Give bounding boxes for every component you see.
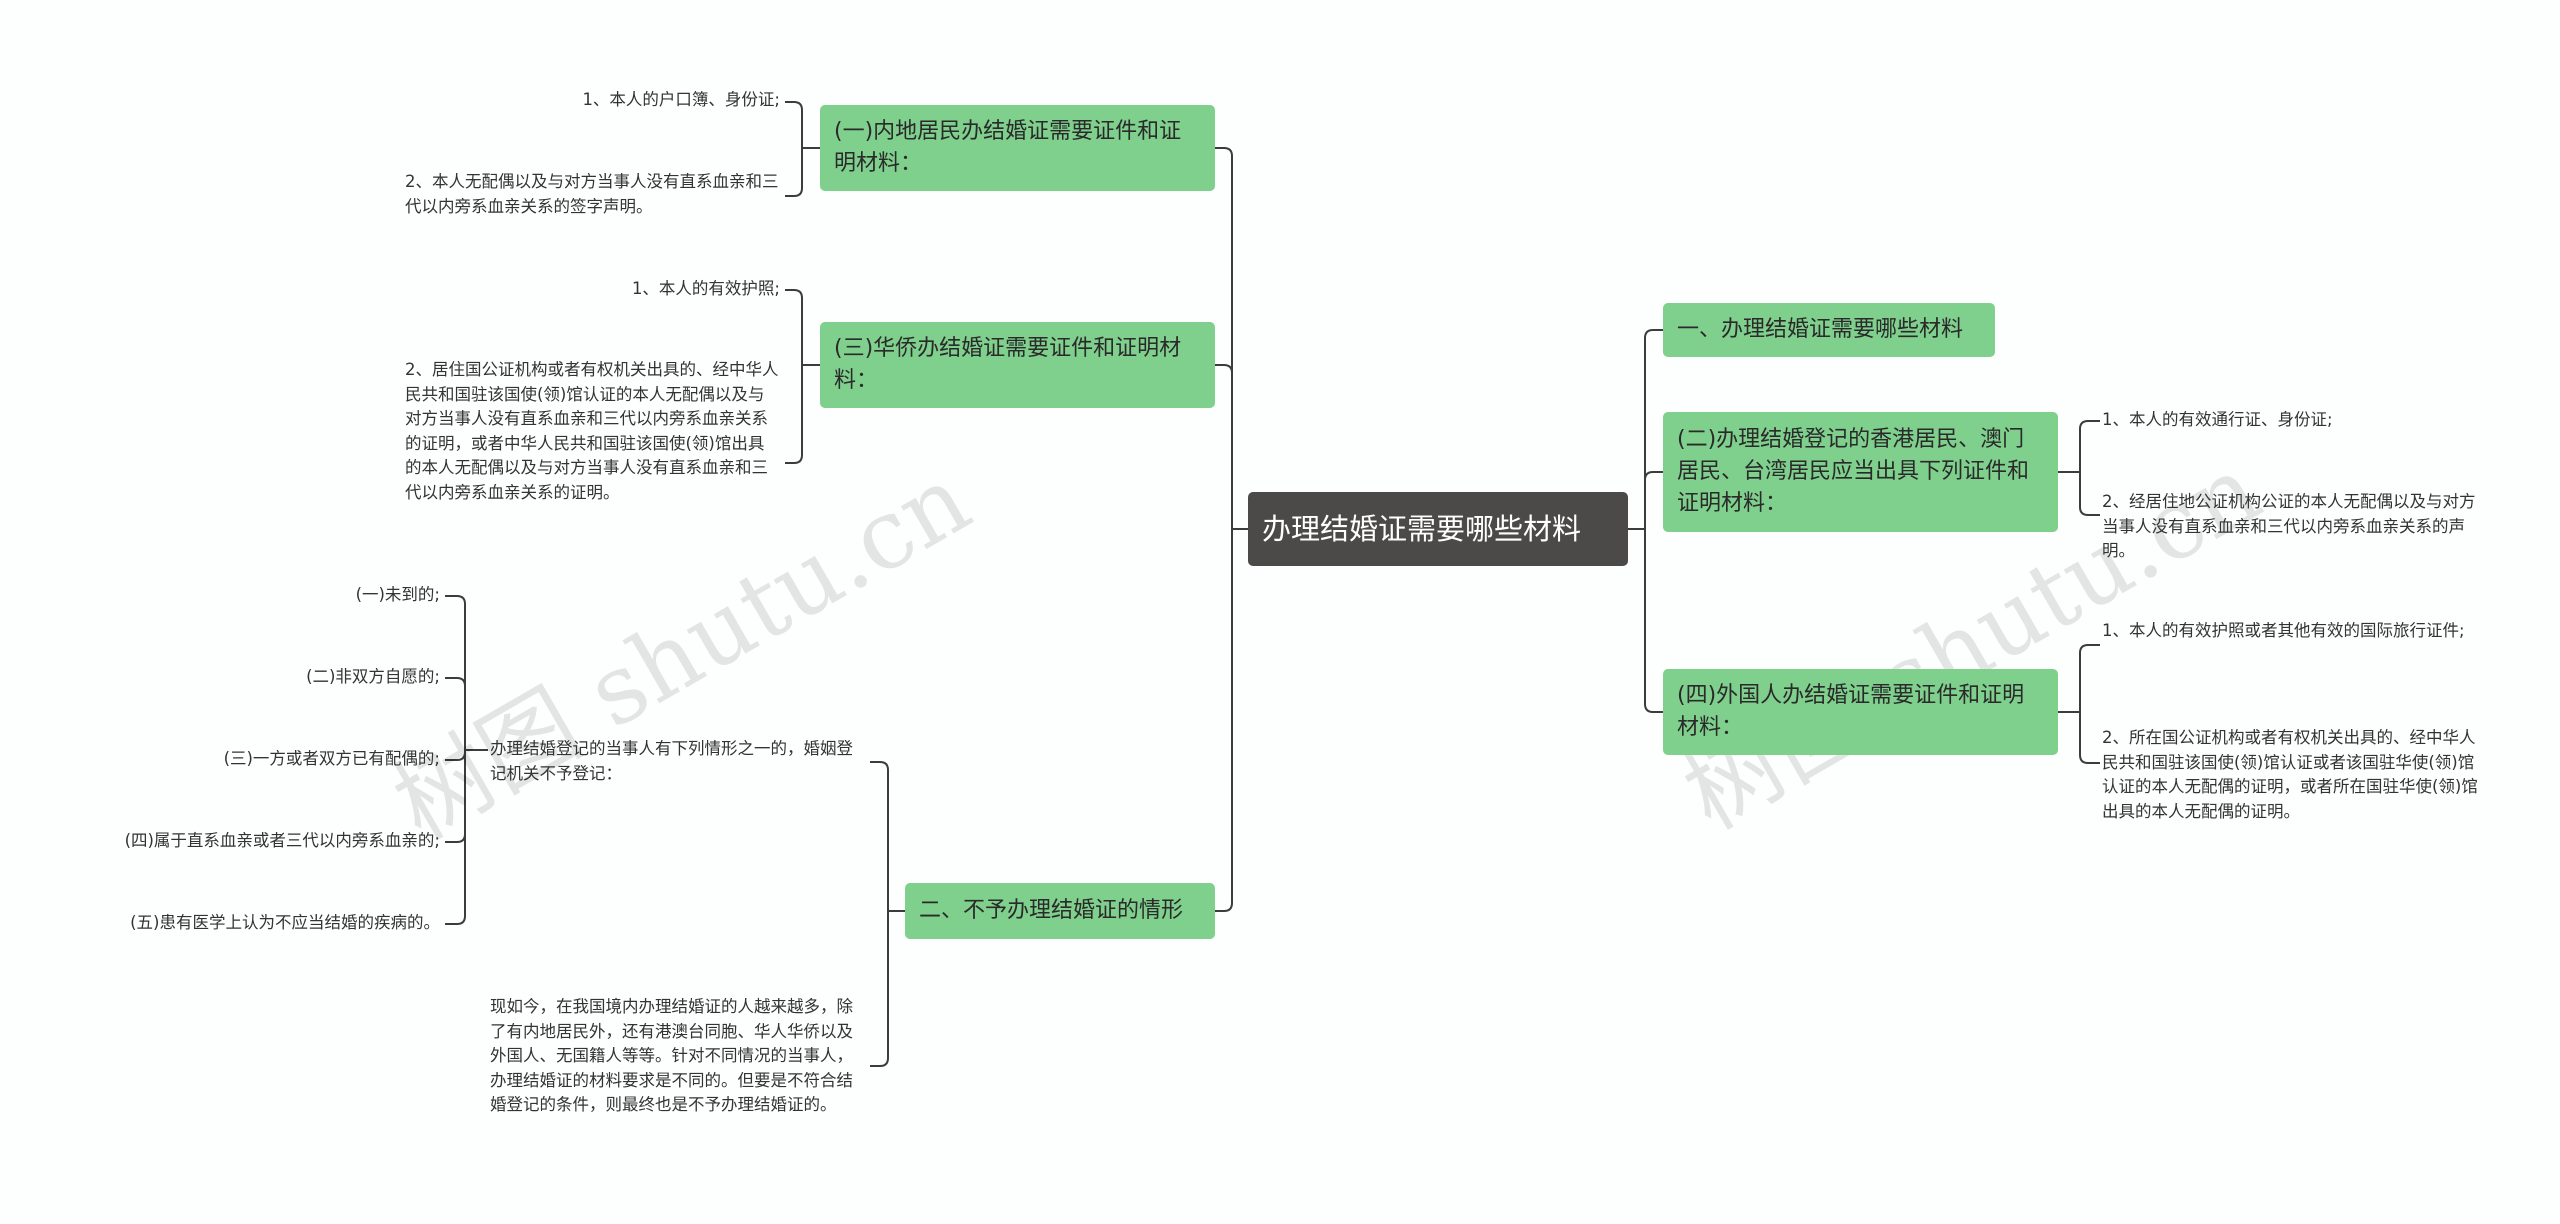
- leaf-refusal-case-3: (三)一方或者双方已有配偶的;: [223, 749, 440, 768]
- mainland-link-2: [785, 148, 803, 197]
- refusal-link-1: [870, 761, 889, 911]
- root-left-link-3: [1215, 529, 1233, 912]
- branch-hk-macau-taiwan[interactable]: (二)办理结婚登记的香港居民、澳门居民、台湾居民应当出具下列证件和证明材料：: [1663, 412, 2058, 532]
- leaf-foreigner-item-2: 2、所在国公证机构或者有权机关出具的、经中华人民共和国驻该国使(领)馆认证或者该…: [2102, 728, 2478, 821]
- leaf-refusal-case-2: (二)非双方自愿的;: [306, 667, 440, 686]
- leaf-refusal-intro: 办理结婚登记的当事人有下列情形之一的，婚姻登记机关不予登记：: [490, 739, 853, 783]
- root-topic[interactable]: 办理结婚证需要哪些材料: [1248, 492, 1628, 566]
- leaf-mainland-item-1: 1、本人的户口簿、身份证;: [582, 90, 780, 109]
- foreigner-link-2: [2079, 712, 2100, 764]
- leaf-hmt-item-2: 2、经居住地公证机构公证的本人无配偶以及与对方当事人没有直系血亲和三代以内旁系血…: [2102, 492, 2476, 560]
- leaf-overseas-item-1: 1、本人的有效护照;: [631, 279, 780, 298]
- leaf-mainland-item-2: 2、本人无配偶以及与对方当事人没有直系血亲和三代以内旁系血亲关系的签字声明。: [405, 172, 779, 216]
- root-left-link-2: [1215, 364, 1233, 529]
- refusal-cases-link-1: [445, 595, 466, 750]
- leaf-hmt-item-1: 1、本人的有效通行证、身份证;: [2102, 410, 2333, 429]
- branch-refusal-cases[interactable]: 二、不予办理结婚证的情形: [905, 883, 1215, 939]
- hmt-link-1: [2079, 420, 2100, 472]
- leaf-refusal-summary: 现如今，在我国境内办理结婚证的人越来越多，除了有内地居民外，还有港澳台同胞、华人…: [490, 997, 853, 1114]
- refusal-cases-link-5: [445, 750, 466, 925]
- refusal-cases-link-4: [445, 750, 466, 843]
- refusal-link-2: [870, 911, 889, 1067]
- root-right-link-2: [1644, 471, 1663, 529]
- hmt-link-2: [2079, 472, 2100, 516]
- branch-mainland-residents[interactable]: (一)内地居民办结婚证需要证件和证明材料：: [820, 105, 1215, 191]
- refusal-cases-link-2: [445, 677, 466, 750]
- branch-foreigners[interactable]: (四)外国人办结婚证需要证件和证明材料：: [1663, 669, 2058, 755]
- leaf-refusal-case-5: (五)患有医学上认为不应当结婚的疾病的。: [130, 913, 440, 932]
- root-right-link-1: [1644, 329, 1663, 529]
- leaf-overseas-item-2: 2、居住国公证机构或者有权机关出具的、经中华人民共和国驻该国使(领)馆认证的本人…: [405, 360, 779, 502]
- overseas-link-1: [785, 289, 803, 365]
- leaf-refusal-case-1: (一)未到的;: [355, 585, 440, 604]
- leaf-refusal-case-4: (四)属于直系血亲或者三代以内旁系血亲的;: [124, 831, 440, 850]
- foreigner-link-1: [2079, 644, 2100, 712]
- root-right-link-3: [1644, 529, 1663, 713]
- root-left-link-1: [1215, 147, 1233, 529]
- leaf-foreigner-item-1: 1、本人的有效护照或者其他有效的国际旅行证件;: [2102, 621, 2465, 640]
- branch-required-materials[interactable]: 一、办理结婚证需要哪些材料: [1663, 303, 1995, 357]
- branch-overseas-chinese[interactable]: (三)华侨办结婚证需要证件和证明材料：: [820, 322, 1215, 408]
- refusal-cases-link-3: [445, 750, 466, 761]
- mainland-link-1: [785, 101, 803, 148]
- overseas-link-2: [785, 365, 803, 464]
